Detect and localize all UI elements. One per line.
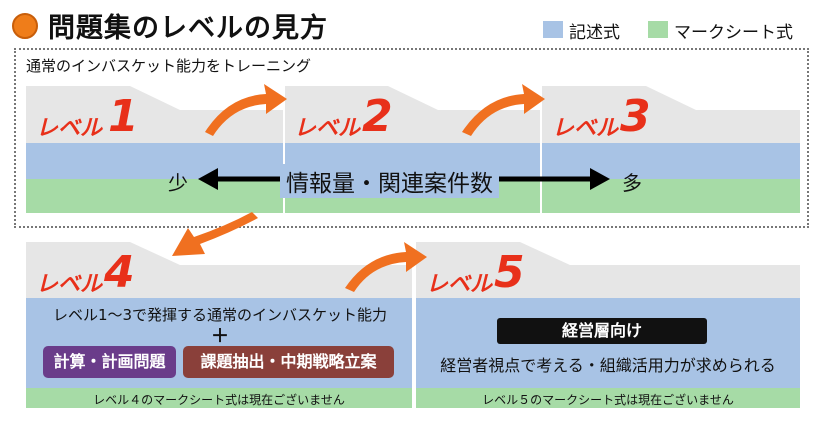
axis-center-label: 情報量・関連案件数: [280, 164, 499, 198]
title-bullet-icon: [12, 13, 38, 39]
axis-right-label: 多: [622, 171, 642, 195]
training-frame: [14, 48, 809, 228]
divider-1-2: [283, 86, 285, 213]
level-4-number: 4: [104, 247, 135, 298]
level-3-label: レベル: [552, 116, 619, 141]
legend-swatch-descriptive: [543, 21, 563, 38]
arrow-3-to-4-icon: [172, 212, 258, 256]
level4-description: レベル1～3で発揮する通常のインバスケット能力: [52, 306, 388, 324]
level4-marksheet-note: レベル４のマークシート式は現在ございません: [93, 393, 345, 407]
legend-swatch-marksheet: [648, 21, 668, 38]
training-caption: 通常のインバスケット能力をトレーニング: [26, 57, 312, 75]
level-1-number: 1: [108, 91, 139, 142]
arrow-1-to-2-icon: [205, 84, 287, 136]
level-3-number: 3: [620, 91, 651, 142]
arrow-2-to-3-icon: [462, 84, 545, 136]
level-5-number: 5: [494, 247, 525, 298]
marksheet-band-level5: [416, 388, 800, 408]
legend-label-descriptive: 記述式: [569, 23, 620, 43]
page-title: 問題集のレベルの見方: [48, 13, 328, 44]
level5-description: 経営者視点で考える・組織活用力が求められる: [440, 356, 776, 375]
level4-plus-sign: ＋: [211, 326, 229, 347]
level-1-label: レベル: [36, 116, 103, 141]
tag-executive: 経営層向け: [497, 318, 707, 344]
level-4-label: レベル: [36, 272, 103, 297]
level-2-label: レベル: [294, 116, 361, 141]
level5-marksheet-note: レベル５のマークシート式は現在ございません: [482, 393, 734, 407]
divider-2-3: [540, 86, 542, 213]
level-5-label: レベル: [426, 272, 493, 297]
tag-issue-extraction-strategy: 課題抽出・中期戦略立案: [183, 346, 394, 378]
axis-left-label: 少: [168, 171, 188, 195]
legend-label-marksheet: マークシート式: [674, 23, 793, 43]
arrow-4-to-5-icon: [345, 242, 427, 292]
level-2-number: 2: [362, 91, 393, 142]
tag-calculation-planning: 計算・計画問題: [43, 346, 176, 378]
marksheet-band-level4: [26, 388, 412, 408]
